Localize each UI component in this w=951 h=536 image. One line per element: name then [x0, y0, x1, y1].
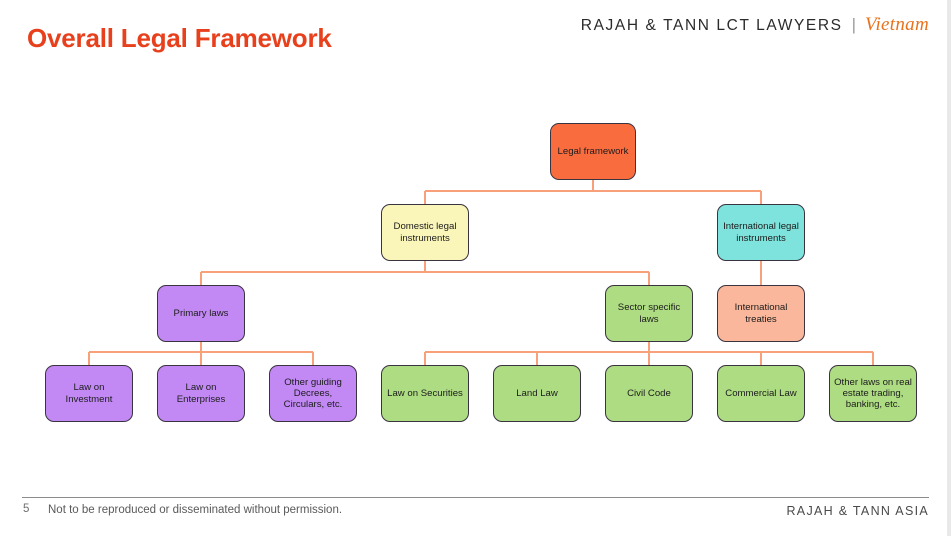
node-international-legal-instruments[interactable]: International legal instruments [717, 204, 805, 261]
node-commercial-law[interactable]: Commercial Law [717, 365, 805, 422]
node-land-law[interactable]: Land Law [493, 365, 581, 422]
brand-country: Vietnam [864, 14, 929, 35]
brand-lockup: RAJAH & TANN LCT LAWYERS | Vietnam [581, 14, 929, 36]
slide-right-edge [947, 0, 951, 536]
node-other-laws-real-estate[interactable]: Other laws on real estate trading, banki… [829, 365, 917, 422]
node-law-on-enterprises[interactable]: Law on Enterprises [157, 365, 245, 422]
node-other-guiding-decrees[interactable]: Other guiding Decrees, Circulars, etc. [269, 365, 357, 422]
brand-separator: | [851, 15, 856, 34]
node-sector-specific-laws[interactable]: Sector specific laws [605, 285, 693, 342]
brand-firm-name: RAJAH & TANN LCT LAWYERS [580, 17, 843, 34]
footer-disclaimer: Not to be reproduced or disseminated wit… [48, 504, 343, 516]
node-civil-code[interactable]: Civil Code [605, 365, 693, 422]
connector-lines [88, 180, 874, 365]
node-primary-laws[interactable]: Primary laws [157, 285, 245, 342]
page-title: Overall Legal Framework [27, 23, 332, 53]
node-international-treaties[interactable]: International treaties [717, 285, 805, 342]
node-law-on-investment[interactable]: Law on Investment [45, 365, 133, 422]
footer-divider [22, 497, 929, 498]
footer-page-number: 5 [23, 503, 30, 515]
footer-brand: RAJAH & TANN ASIA [786, 504, 929, 518]
node-legal-framework[interactable]: Legal framework [550, 123, 636, 180]
node-law-on-securities[interactable]: Law on Securities [381, 365, 469, 422]
legal-framework-tree-diagram: Legal framework Domestic legal instrumen… [45, 123, 917, 422]
node-domestic-legal-instruments[interactable]: Domestic legal instruments [381, 204, 469, 261]
